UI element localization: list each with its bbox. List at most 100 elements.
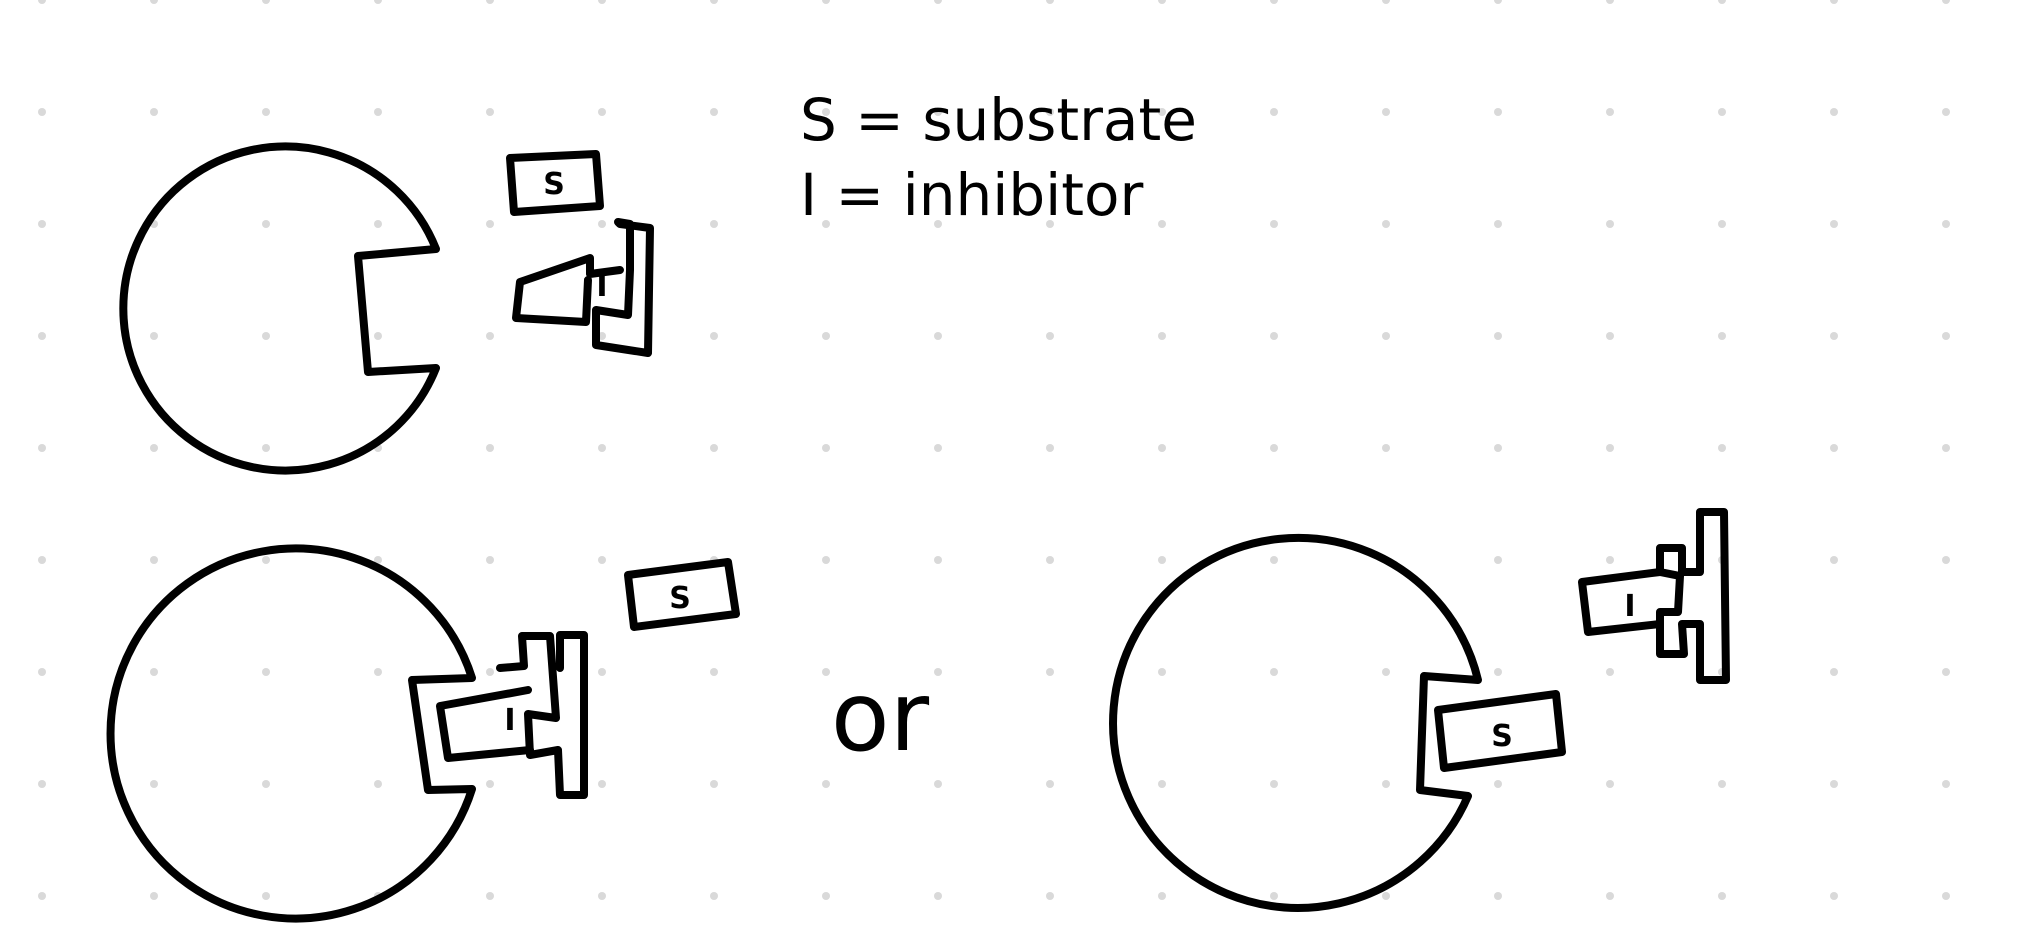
grid-dot <box>1942 108 1950 116</box>
grid-dot <box>38 0 46 4</box>
grid-dot <box>1718 780 1726 788</box>
grid-dot <box>1494 780 1502 788</box>
grid-dot <box>822 108 830 116</box>
grid-dot <box>1718 108 1726 116</box>
enzyme <box>1109 533 1482 912</box>
grid-dot <box>1942 668 1950 676</box>
grid-dot <box>1382 668 1390 676</box>
grid-dot <box>1382 0 1390 4</box>
grid-dot <box>1158 108 1166 116</box>
grid-dot <box>38 892 46 900</box>
grid-dot <box>374 332 382 340</box>
grid-dot <box>1606 332 1614 340</box>
grid-dot <box>1158 220 1166 228</box>
or-label: or <box>831 661 930 773</box>
inhibitor-label: I <box>596 269 607 304</box>
grid-dot <box>822 556 830 564</box>
grid-dot <box>1942 556 1950 564</box>
grid-dot <box>822 668 830 676</box>
substrate-block-bound: S <box>1434 690 1566 772</box>
grid-dot <box>1270 668 1278 676</box>
grid-dot <box>486 444 494 452</box>
grid-dot <box>150 0 158 4</box>
grid-dot <box>1046 0 1054 4</box>
grid-dot <box>1830 108 1838 116</box>
grid-dot <box>598 444 606 452</box>
grid-dot <box>1270 444 1278 452</box>
grid-dot <box>486 108 494 116</box>
grid-dot <box>486 220 494 228</box>
grid-dot <box>262 780 270 788</box>
grid-dot <box>822 444 830 452</box>
grid-dot <box>1494 444 1502 452</box>
grid-dot <box>1270 892 1278 900</box>
grid-dot <box>486 668 494 676</box>
grid-dot <box>1270 780 1278 788</box>
scene-substrate-bound: S I <box>1109 508 1730 912</box>
grid-dot <box>150 108 158 116</box>
grid-dot <box>710 892 718 900</box>
legend: S = substrate I = inhibitor <box>800 86 1197 229</box>
grid-dot <box>934 556 942 564</box>
grid-dot <box>150 668 158 676</box>
grid-dot <box>934 892 942 900</box>
grid-dot <box>1494 108 1502 116</box>
grid-dot <box>486 892 494 900</box>
grid-dot <box>822 780 830 788</box>
scene-inhibitor-bound: I S <box>106 544 740 923</box>
grid-dot <box>1158 332 1166 340</box>
grid-dot <box>262 892 270 900</box>
scene-initial: S I <box>119 142 654 475</box>
grid-dot <box>262 220 270 228</box>
grid-dot <box>598 0 606 4</box>
grid-dot <box>1718 892 1726 900</box>
grid-dot <box>374 108 382 116</box>
grid-dot <box>38 668 46 676</box>
grid-dot <box>374 780 382 788</box>
inhibitor-label: I <box>504 703 515 738</box>
grid-dot <box>710 220 718 228</box>
grid-dot <box>934 0 942 4</box>
grid-dot <box>598 220 606 228</box>
grid-dot <box>934 780 942 788</box>
grid-dot <box>1830 332 1838 340</box>
grid-dot <box>934 668 942 676</box>
grid-dot <box>1494 220 1502 228</box>
grid-dot <box>1046 220 1054 228</box>
grid-dot <box>1718 0 1726 4</box>
grid-dot <box>822 332 830 340</box>
grid-dot <box>598 780 606 788</box>
grid-dot <box>1158 892 1166 900</box>
grid-dot <box>1606 556 1614 564</box>
grid-dot <box>150 332 158 340</box>
grid-dot <box>1830 0 1838 4</box>
grid-dot <box>934 332 942 340</box>
grid-dot <box>1158 0 1166 4</box>
legend-inhibitor: I = inhibitor <box>800 161 1143 229</box>
grid-dot <box>822 892 830 900</box>
grid-dot <box>1606 780 1614 788</box>
grid-dot <box>1830 556 1838 564</box>
grid-dot <box>1606 444 1614 452</box>
grid-dot <box>934 444 942 452</box>
grid-dot <box>822 220 830 228</box>
inhibitor-label: I <box>1624 589 1635 624</box>
grid-dot <box>1046 668 1054 676</box>
grid-dot <box>486 332 494 340</box>
grid-dot <box>1942 780 1950 788</box>
grid-dot <box>1382 108 1390 116</box>
grid-dot <box>1382 444 1390 452</box>
inhibitor-block-bound: I <box>436 631 588 799</box>
grid-dot <box>934 108 942 116</box>
grid-dot <box>150 892 158 900</box>
grid-dot <box>374 668 382 676</box>
grid-dot <box>598 892 606 900</box>
grid-dot <box>262 556 270 564</box>
grid-dot <box>262 668 270 676</box>
substrate-label: S <box>543 167 565 202</box>
grid-dot <box>934 220 942 228</box>
grid-dot <box>1382 332 1390 340</box>
grid-dot <box>1158 668 1166 676</box>
grid-dot <box>38 108 46 116</box>
